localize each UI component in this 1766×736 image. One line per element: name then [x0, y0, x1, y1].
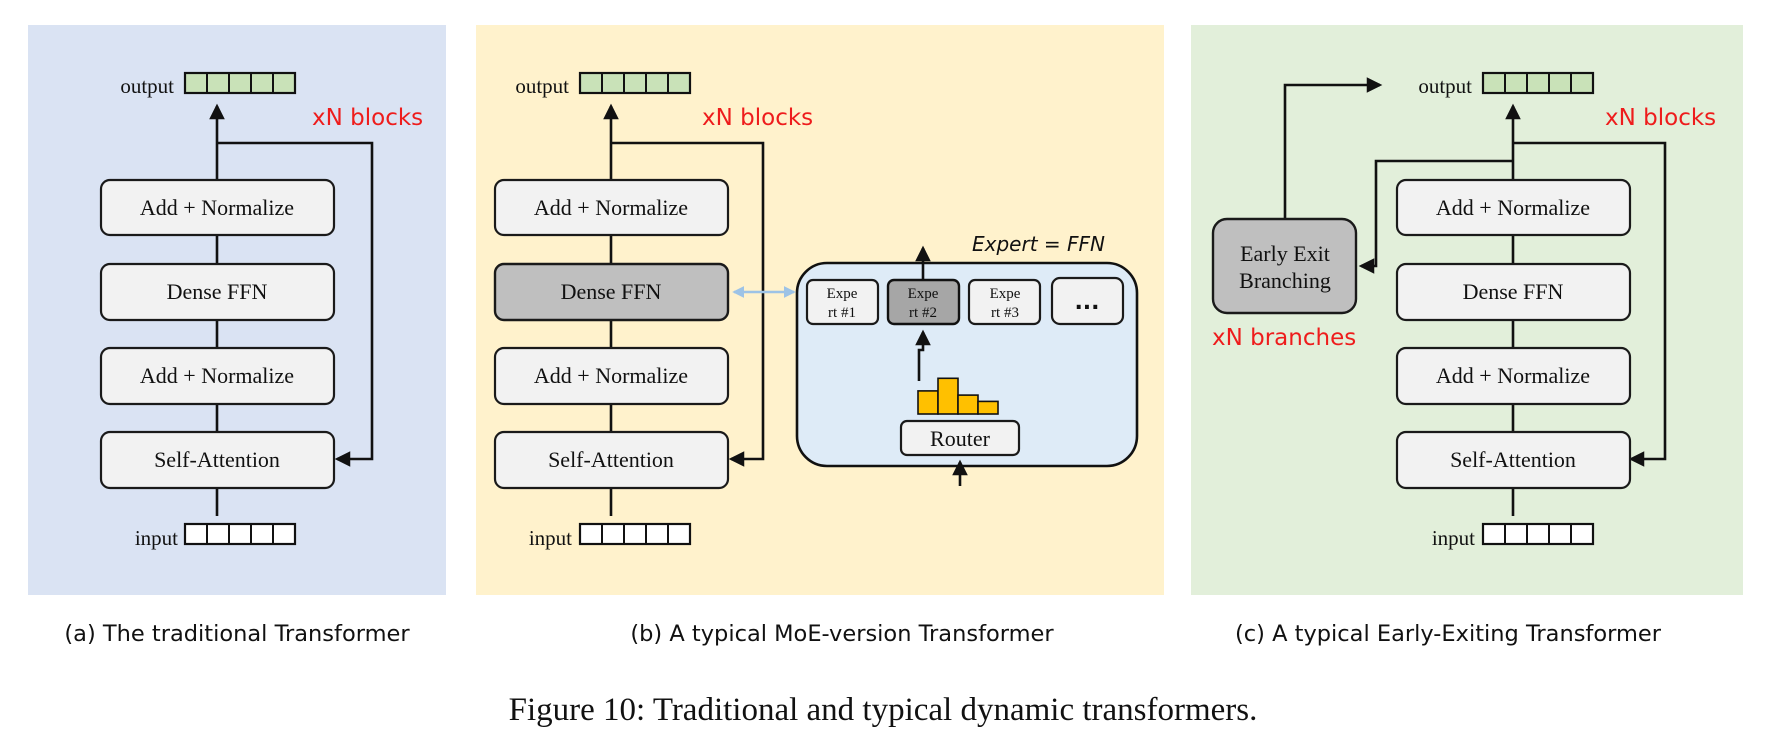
input-label: input — [529, 526, 572, 550]
exit-branch-arrow — [1358, 159, 1513, 274]
early-exit-output-arrow — [1283, 77, 1383, 219]
add-normalize-label: Add + Normalize — [534, 195, 688, 220]
add-normalize-box — [1395, 178, 1632, 237]
self-attention-label: Self-Attention — [1450, 447, 1576, 472]
output-embedding — [578, 71, 692, 95]
add-normalize-box — [99, 346, 336, 406]
expert-1-box — [805, 278, 880, 326]
add-normalize-label: Add + Normalize — [534, 363, 688, 388]
expert-3-box — [967, 278, 1042, 326]
add-normalize-label: Add + Normalize — [140, 363, 294, 388]
residual-loop — [611, 141, 765, 467]
panel-c: output xN blocks Early Exit Branching xN… — [1191, 25, 1743, 647]
add-normalize-box — [493, 346, 730, 406]
add-normalize-label: Add + Normalize — [1436, 195, 1590, 220]
branches-label: xN branches — [1212, 325, 1356, 351]
expert-1-label-line1: Expe — [827, 286, 858, 302]
early-exit-box — [1211, 217, 1358, 315]
panel-b: output xN blocks Add + Normalize Dense F… — [476, 25, 1164, 647]
more-experts-box — [1050, 276, 1125, 326]
expert-2-label-line1: Expe — [908, 286, 939, 302]
add-normalize-box — [1395, 346, 1632, 406]
router-label: Router — [930, 426, 991, 451]
panel-a-caption: (a) The traditional Transformer — [64, 621, 410, 647]
output-label: output — [120, 74, 174, 98]
figure-caption: Figure 10: Traditional and typical dynam… — [509, 692, 1258, 728]
more-experts-ellipsis: ... — [1074, 290, 1099, 315]
output-embedding — [1481, 71, 1595, 95]
expert-3-label-line2: rt #3 — [991, 305, 1019, 321]
dense-ffn-label: Dense FFN — [167, 279, 268, 304]
input-embedding — [578, 522, 692, 546]
self-attention-box — [1395, 430, 1632, 490]
panel-c-caption: (c) A typical Early-Exiting Transformer — [1235, 621, 1662, 647]
expert-1-label-line2: rt #1 — [828, 305, 856, 321]
early-exit-label-line1: Early Exit — [1240, 241, 1330, 266]
router-histogram — [917, 377, 999, 415]
dense-ffn-label: Dense FFN — [1463, 279, 1564, 304]
expert-2-label-line2: rt #2 — [909, 305, 937, 321]
input-embedding — [1481, 522, 1595, 546]
blocks-label: xN blocks — [1605, 105, 1716, 131]
input-label: input — [1432, 526, 1475, 550]
dense-ffn-box-highlighted — [493, 262, 730, 322]
residual-loop — [1513, 141, 1667, 467]
add-normalize-box — [99, 178, 336, 237]
self-attention-box — [493, 430, 730, 490]
output-embedding — [183, 71, 297, 95]
add-normalize-label: Add + Normalize — [1436, 363, 1590, 388]
dense-ffn-label: Dense FFN — [561, 279, 662, 304]
self-attention-label: Self-Attention — [154, 447, 280, 472]
panel-a: output xN blocks Add + Normalize Dense F… — [28, 25, 446, 647]
output-label: output — [515, 74, 569, 98]
dense-ffn-box — [1395, 262, 1632, 322]
router-box — [899, 419, 1021, 457]
self-attention-label: Self-Attention — [548, 447, 674, 472]
self-attention-box — [99, 430, 336, 490]
router-to-expert-arrow — [915, 329, 931, 381]
panel-b-caption: (b) A typical MoE-version Transformer — [630, 621, 1054, 647]
residual-loop — [217, 141, 374, 467]
add-normalize-box — [493, 178, 730, 237]
early-exit-label-line2: Branching — [1239, 268, 1331, 293]
expert-3-label-line1: Expe — [990, 286, 1021, 302]
router-histogram-bar — [937, 377, 959, 415]
input-label: input — [135, 526, 178, 550]
input-embedding — [183, 522, 297, 546]
add-normalize-label: Add + Normalize — [140, 195, 294, 220]
blocks-label: xN blocks — [312, 105, 423, 131]
expert-title: Expert = FFN — [972, 232, 1105, 256]
dense-ffn-box — [99, 262, 336, 322]
router-histogram-bar — [957, 394, 979, 415]
output-label: output — [1418, 74, 1472, 98]
router-histogram-bar — [977, 400, 999, 415]
router-histogram-bar — [917, 390, 939, 415]
blocks-label: xN blocks — [702, 105, 813, 131]
